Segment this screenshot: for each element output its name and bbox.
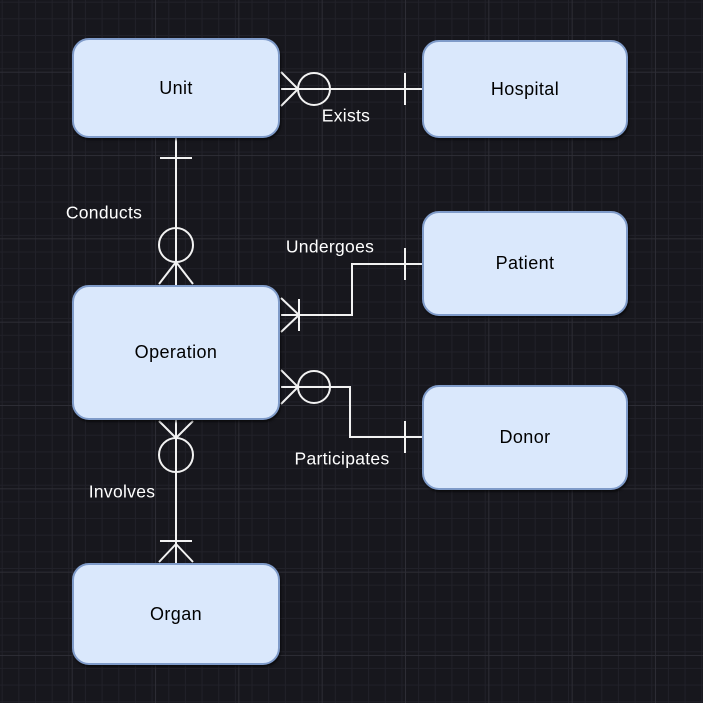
entity-donor[interactable]: Donor	[422, 385, 628, 490]
connector-exists[interactable]	[280, 71, 422, 107]
cardinality-zero-icon	[297, 72, 331, 106]
entity-unit[interactable]: Unit	[72, 38, 280, 138]
entity-hospital-label: Hospital	[490, 78, 560, 99]
crowfoot-many-icon	[280, 71, 299, 107]
cardinality-zero-icon	[158, 437, 194, 473]
crowfoot-many-icon	[280, 297, 300, 333]
relationship-label-participates[interactable]: Participates	[294, 448, 390, 469]
connector-participates[interactable]	[280, 369, 422, 453]
connector-conducts[interactable]	[158, 138, 194, 285]
relationship-label-exists[interactable]: Exists	[321, 105, 371, 126]
crowfoot-many-icon	[158, 543, 194, 563]
relationship-label-involves[interactable]: Involves	[88, 481, 156, 502]
crowfoot-many-icon	[158, 261, 194, 285]
entity-hospital[interactable]: Hospital	[422, 40, 628, 138]
cardinality-zero-icon	[297, 370, 331, 404]
connector-undergoes[interactable]	[280, 248, 422, 333]
connector-involves[interactable]	[158, 420, 194, 563]
entity-operation[interactable]: Operation	[72, 285, 280, 420]
entity-operation-label: Operation	[134, 342, 218, 362]
relationship-label-conducts[interactable]: Conducts	[65, 202, 143, 223]
entity-patient[interactable]: Patient	[422, 211, 628, 316]
crowfoot-many-icon	[158, 420, 194, 439]
entity-donor-label: Donor	[499, 427, 551, 447]
entity-organ[interactable]: Organ	[72, 563, 280, 665]
entity-unit-label: Unit	[159, 77, 193, 98]
entity-patient-label: Patient	[495, 253, 555, 273]
crowfoot-many-icon	[280, 369, 299, 405]
relationship-label-undergoes[interactable]: Undergoes	[285, 236, 375, 257]
entity-organ-label: Organ	[149, 603, 203, 624]
connector-undergoes-line[interactable]	[281, 263, 422, 316]
connector-participates-line[interactable]	[281, 386, 422, 438]
